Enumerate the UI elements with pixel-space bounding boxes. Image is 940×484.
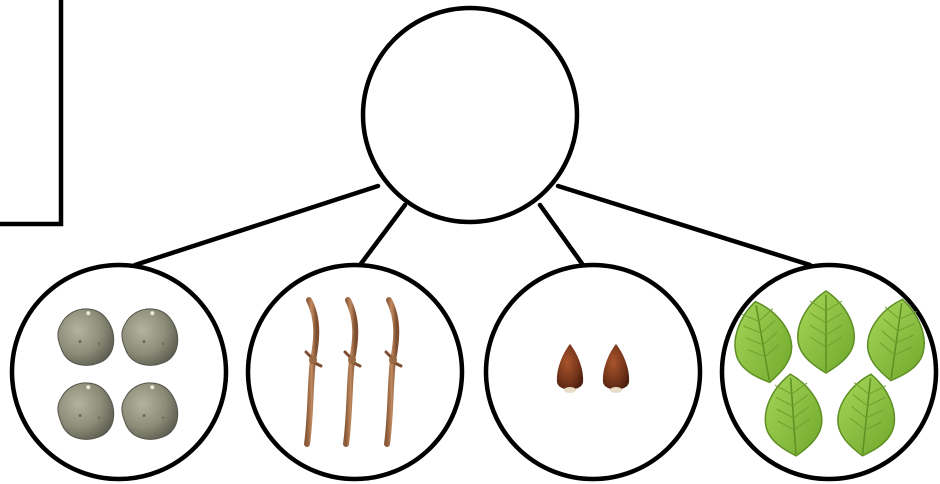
- connector-line: [135, 186, 378, 265]
- twig-icon: [345, 300, 360, 444]
- stone-icon: [53, 378, 118, 445]
- twig-icon: [386, 300, 401, 444]
- stone-icon: [117, 378, 182, 445]
- leaf-icon: [798, 291, 854, 373]
- twig-group: [306, 300, 401, 444]
- stone-group-circle: [12, 265, 226, 479]
- seed-icon: [603, 344, 629, 393]
- leaf-icon: [863, 295, 930, 384]
- leaf-icon: [834, 371, 899, 458]
- leaf-group: [728, 291, 931, 459]
- seed-group-circle: [486, 265, 700, 479]
- twig-icon: [306, 300, 321, 444]
- seed-group: [557, 344, 629, 393]
- connector-line: [540, 205, 583, 265]
- connector-line: [558, 186, 810, 265]
- leaf-icon: [728, 297, 798, 388]
- stone-icon: [117, 304, 182, 371]
- leaf-icon: [762, 372, 824, 458]
- stone-icon: [53, 304, 118, 371]
- twig-group-circle: [248, 265, 462, 479]
- parent-circle: [363, 8, 577, 222]
- connector-line: [360, 205, 405, 265]
- answer-box: [0, 0, 61, 224]
- seed-icon: [557, 344, 583, 393]
- stone-group: [53, 304, 182, 445]
